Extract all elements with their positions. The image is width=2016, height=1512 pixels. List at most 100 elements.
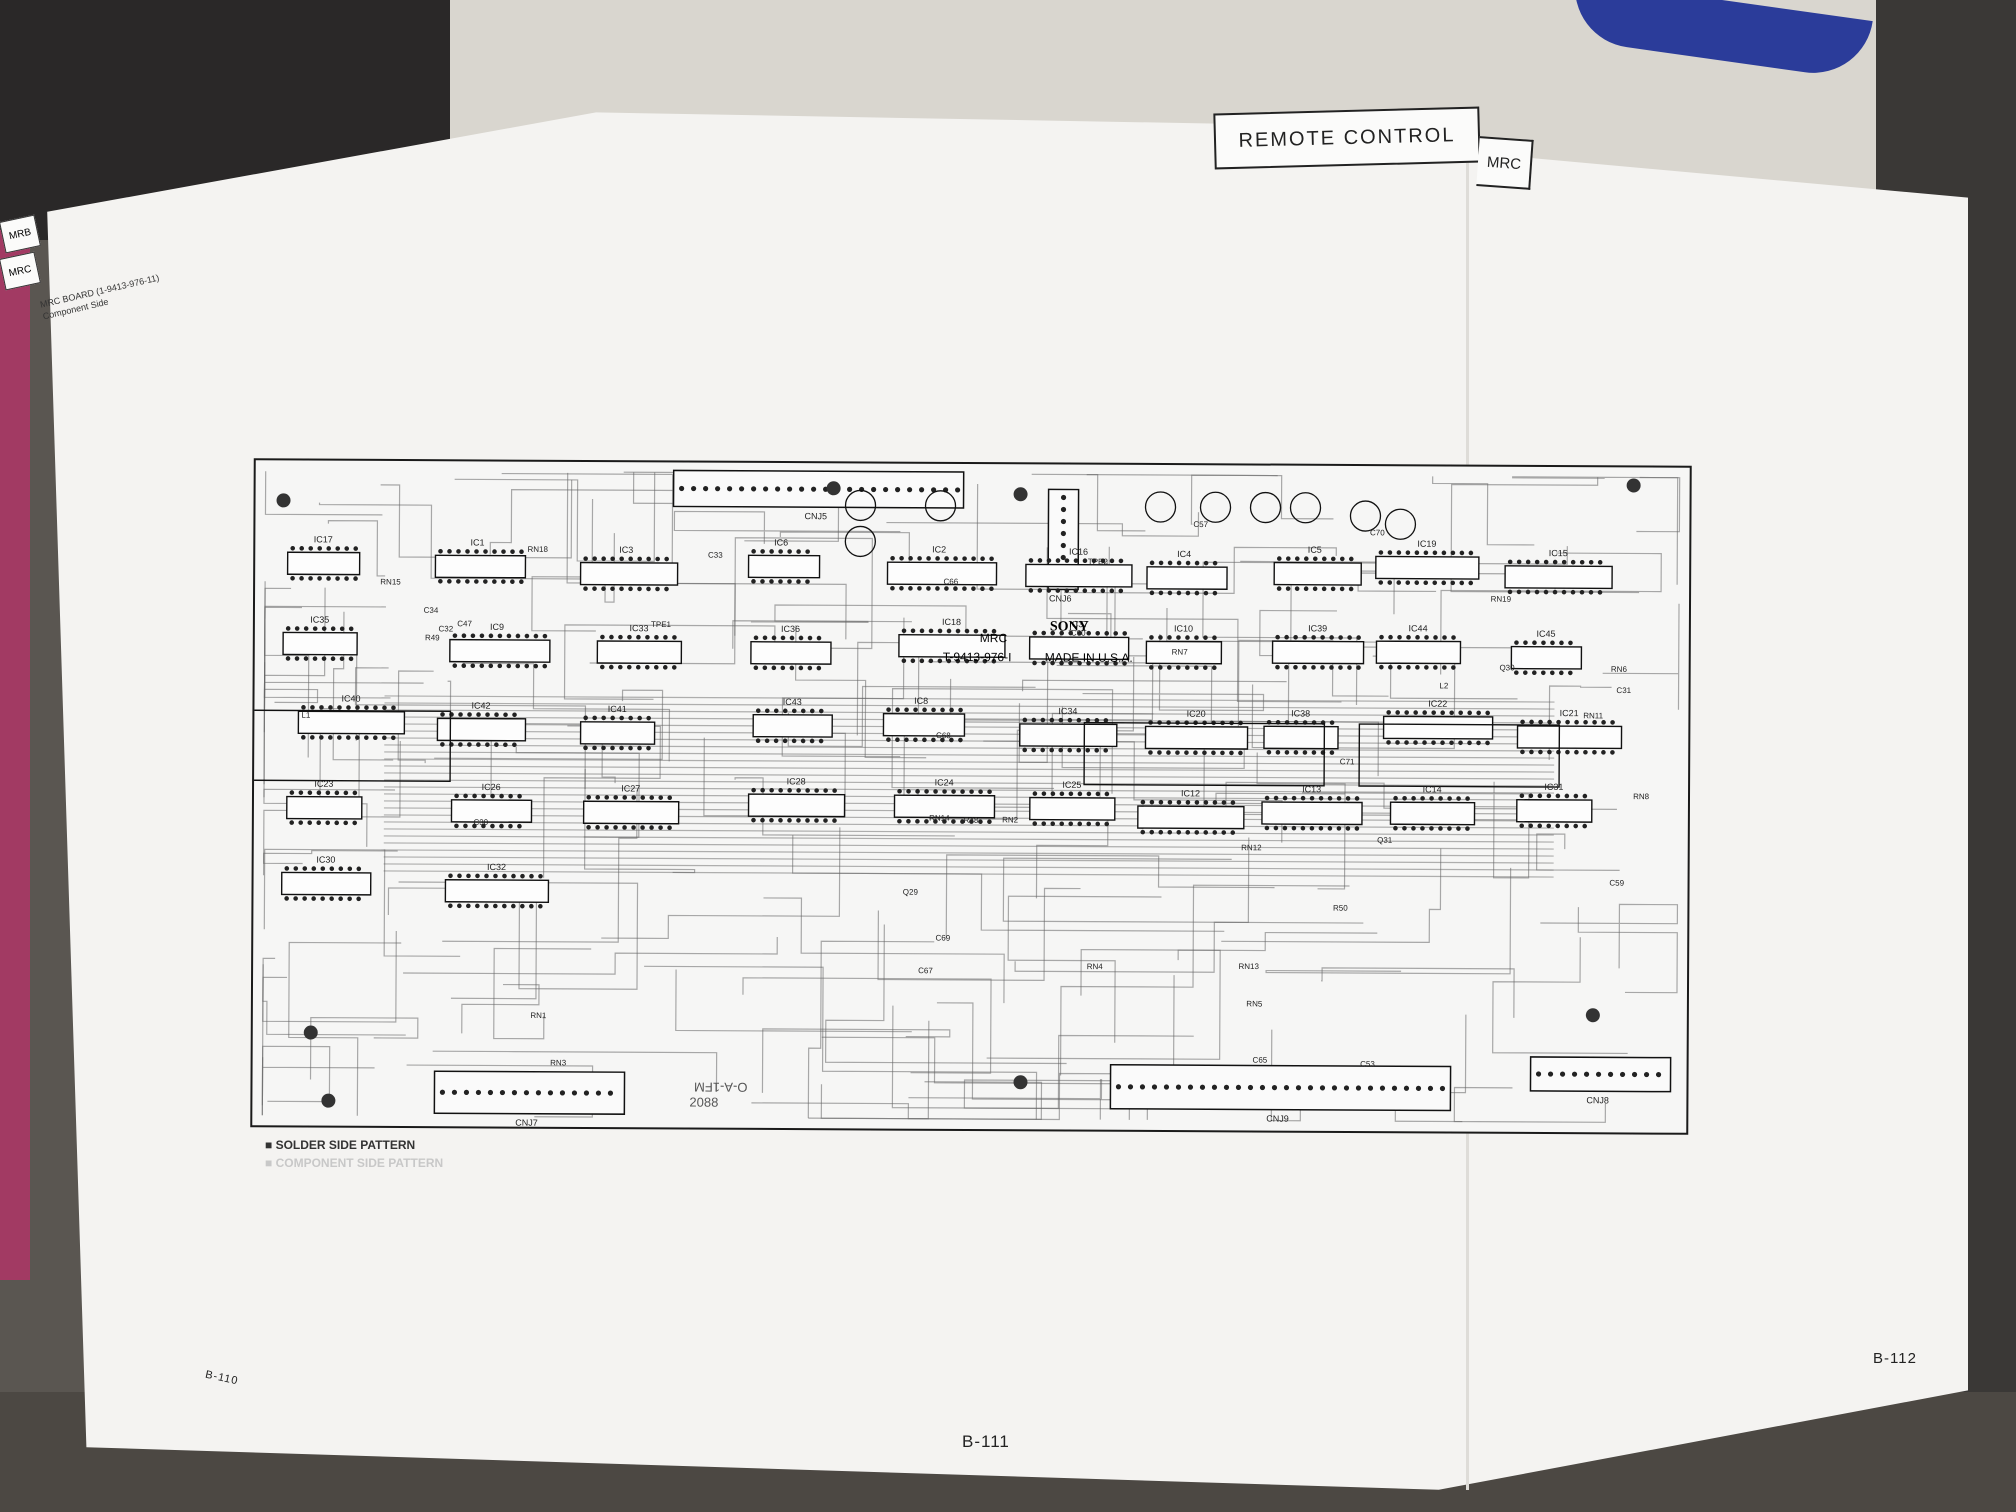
legend-component-label: COMPONENT SIDE PATTERN (275, 1156, 444, 1170)
ic-pin (321, 626, 327, 631)
ic-pin (1050, 791, 1056, 796)
ic-pin (1573, 823, 1579, 829)
ic-pin (649, 795, 655, 800)
ic-label: IC4 (1177, 549, 1191, 559)
ic-pin (1176, 590, 1182, 596)
ic-pin (610, 745, 615, 751)
pcb-trace (1321, 967, 1515, 1018)
ic-pin (933, 819, 938, 824)
ic-pin (290, 545, 296, 551)
ic-pin (940, 737, 945, 743)
ic-pin (512, 742, 517, 748)
pcb-trace (908, 1079, 1103, 1120)
ic-pin (492, 549, 497, 554)
ic-pin (1404, 710, 1409, 715)
ic-pin (1118, 588, 1124, 594)
ic-pin (1176, 665, 1181, 670)
ic-pin (1273, 795, 1279, 801)
ic-pin (506, 663, 512, 669)
connector-cnj7 (433, 1070, 626, 1115)
ic-pin (1095, 660, 1100, 666)
component-label: RN19 (1491, 595, 1512, 604)
ic-body (1516, 799, 1593, 823)
ic-pin (466, 903, 471, 909)
ic-pin (1185, 830, 1191, 835)
ic-pin (982, 628, 988, 634)
ic-pin (1176, 560, 1182, 566)
ic-pin (1451, 635, 1456, 640)
ic-pin (1212, 635, 1217, 641)
ic-pin (1395, 710, 1400, 715)
ic-label: IC42 (472, 701, 491, 711)
pcb-trace (928, 656, 1135, 820)
component-label: C59 (1609, 879, 1624, 888)
pcb-trace (1059, 884, 1350, 1076)
connector-pin (1060, 542, 1066, 549)
ic-pin (654, 635, 659, 640)
component-label: R49 (425, 633, 440, 642)
ic-pin (942, 789, 947, 794)
ic-pin (328, 735, 333, 740)
ic-pin (809, 738, 815, 744)
ic-pin (364, 735, 369, 740)
ic-pin (1068, 630, 1074, 636)
ic-pin (1040, 747, 1046, 753)
ic-pin (969, 789, 974, 794)
ic-pin (1082, 558, 1088, 564)
mounting-hole (826, 481, 841, 496)
ic-pin (667, 825, 672, 831)
component-label: C32 (438, 624, 453, 633)
ic-pin (1588, 559, 1594, 565)
ic-pin (1354, 826, 1360, 831)
ic-pin (1050, 660, 1055, 666)
ic-label: IC13 (1302, 784, 1321, 794)
ic-body (1146, 566, 1228, 590)
ic-pin (1103, 718, 1109, 723)
ic-pin (1109, 588, 1115, 594)
ic-pin (886, 707, 891, 712)
ic-pin (619, 715, 624, 721)
ic-body (1144, 725, 1249, 750)
component-label: TPE1 (651, 620, 672, 629)
ic-pin (1378, 580, 1384, 585)
ic-pin (1193, 750, 1198, 756)
ic-pin (312, 626, 318, 631)
ic-pin (1059, 630, 1065, 636)
ic-pin (637, 715, 642, 721)
ic-pin (751, 579, 756, 584)
ic-pin (608, 664, 614, 670)
connector-pin (1427, 1085, 1434, 1092)
ic-pin (1309, 825, 1315, 831)
ic-pin (1468, 550, 1474, 556)
ic-pin (501, 579, 506, 584)
ic-pin (1031, 747, 1037, 753)
ic-label: IC33 (629, 623, 648, 633)
ic-pin (307, 790, 313, 795)
ic-pin (1547, 719, 1552, 725)
ic-pin (490, 793, 495, 799)
ic-pin (1203, 590, 1209, 596)
ic-pin (1321, 586, 1327, 592)
ic-pin (348, 626, 354, 632)
pcb-trace (434, 689, 664, 760)
ic-pin (899, 555, 904, 561)
ic-pin (619, 586, 624, 592)
ic-pin (1388, 634, 1393, 640)
ic-pin (494, 742, 499, 747)
connector-pin (1439, 1085, 1446, 1092)
connector-pin (451, 1089, 458, 1095)
mounting-hole (1013, 1075, 1028, 1090)
ic-pin (906, 819, 911, 824)
mirror-code-2: 2088 (689, 1095, 718, 1110)
ic-pin (931, 737, 936, 743)
ic-pin (760, 817, 765, 823)
ic-pin (1422, 740, 1427, 745)
pcb-trace (673, 510, 901, 544)
ic-pin (1264, 795, 1270, 801)
pcb-trace (808, 1081, 1043, 1120)
ic-pin (991, 628, 997, 634)
component-label: C33 (708, 551, 723, 560)
pcb-trace (263, 725, 360, 865)
ic-pin (1149, 590, 1155, 596)
connector-pin (703, 486, 709, 492)
